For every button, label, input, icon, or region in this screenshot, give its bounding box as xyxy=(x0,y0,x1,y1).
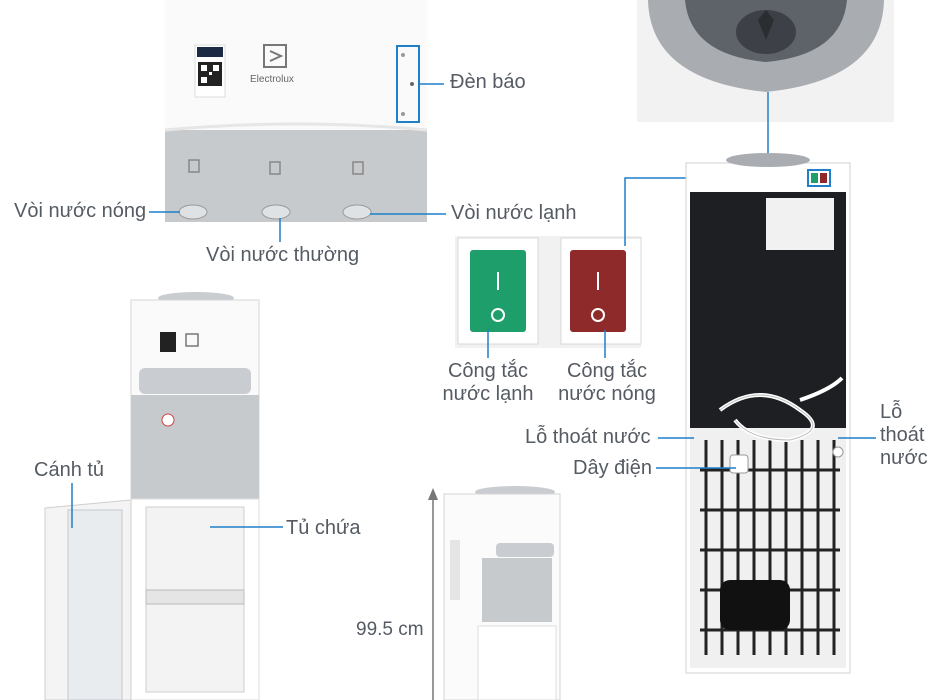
label-cong-tac-nong-line2: nước nóng xyxy=(558,383,656,405)
label-lo-thoat-nuoc: Lỗ thoát nước xyxy=(525,426,651,448)
label-lo-thoat-right-line3: nước xyxy=(880,447,928,469)
label-canh-tu: Cánh tủ xyxy=(34,459,105,481)
label-voi-nuoc-thuong: Vòi nước thường xyxy=(206,244,360,266)
label-voi-nuoc-nong: Vòi nước nóng xyxy=(14,200,147,222)
label-day-dien: Dây điện xyxy=(573,457,652,479)
height-dimension-arrow xyxy=(428,488,438,700)
label-cong-tac-lanh-line2: nước lạnh xyxy=(442,383,534,405)
front-small-photo xyxy=(443,486,561,700)
label-voi-nuoc-lanh: Vòi nước lạnh xyxy=(451,202,577,224)
front-closeup-photo xyxy=(164,0,428,222)
cold-switch-icon xyxy=(470,250,526,332)
label-cong-tac-nuoc-nong: Công tắc nước nóng xyxy=(552,360,662,406)
brand-text: Electrolux xyxy=(250,74,294,85)
label-tu-chua: Tủ chứa xyxy=(286,517,361,539)
switches-photo xyxy=(455,236,642,348)
label-lo-thoat-right-line2: thoát xyxy=(880,424,925,446)
label-cong-tac-lanh-line1: Công tắc xyxy=(447,360,529,382)
label-den-bao: Đèn báo xyxy=(450,71,526,93)
leader-lines-door xyxy=(71,483,283,528)
label-lo-thoat-nuoc-right: Lỗ thoát nước xyxy=(880,401,928,470)
label-cong-tac-nuoc-lanh: Công tắc nước lạnh xyxy=(435,360,541,406)
front-open-door-photo xyxy=(44,292,260,700)
electrolux-logo-icon xyxy=(263,44,287,68)
label-height: 99.5 cm xyxy=(356,619,424,640)
leader-lines-rear xyxy=(656,437,876,469)
leader-lines-top-left xyxy=(149,83,446,242)
rear-view-photo xyxy=(685,153,851,674)
label-lo-thoat-right-line1: Lỗ xyxy=(880,401,903,423)
bottle-seat-photo xyxy=(637,0,894,122)
label-cong-tac-nong-line1: Công tắc xyxy=(566,360,648,382)
hot-switch-icon xyxy=(570,250,626,332)
